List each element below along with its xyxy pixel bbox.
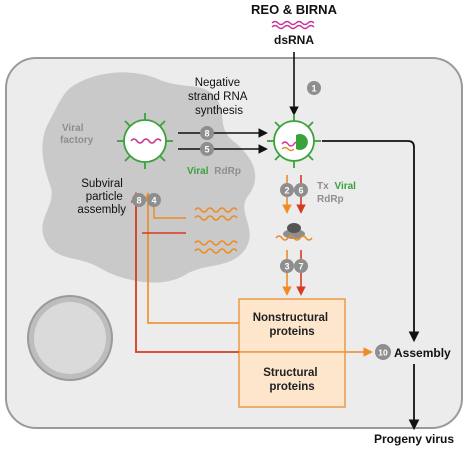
dsrna-wave-icon-2 [271,24,315,30]
svg-text:10: 10 [378,348,388,358]
svg-text:6: 6 [298,186,303,196]
nucleus-inner [34,302,106,374]
svg-text:4: 4 [151,196,156,206]
svg-text:3: 3 [284,262,289,272]
svg-text:8: 8 [136,196,141,206]
step-badge-7: 7 [294,259,308,273]
step-badge-3: 3 [280,259,294,273]
subviral-assembly-label: Subviral particle assembly [77,178,126,216]
dsrna-label: dsRNA [274,33,314,47]
assembly-label: Assembly [394,346,451,360]
step-badge-6: 6 [294,183,308,197]
arrow-particle-to-assembly [322,140,420,343]
viral-factory-label: Viral factory [60,123,94,146]
step-badge-4: 4 [147,193,161,207]
step-badge-5: 5 [200,142,214,156]
rdrp-polymerase-icon [296,134,308,150]
step-badge-8-assembly: 8 [132,193,146,207]
mrna-orange-2 [194,215,238,221]
core-particle-right [267,114,321,168]
dsrna-wave-icon [271,20,315,26]
arrow-structural-to-factory [130,191,239,353]
progeny-virus-label: Progeny virus [374,432,454,446]
mrna-orange-3 [194,240,238,246]
svg-text:1: 1 [311,84,316,94]
mrna-orange-center [275,235,313,241]
viral-rdrp-label-left: Viral RdRp [187,166,241,177]
nonstructural-proteins-box [238,298,346,353]
svg-text:2: 2 [284,186,289,196]
step-badge-10: 10 [375,344,391,360]
nonstructural-proteins-label: Nonstructural proteins [253,312,332,338]
title-reo-birna: REO & BIRNA [251,2,338,17]
structural-proteins-box [238,351,346,408]
tx-viral-rdrp-label: Tx Viral RdRp [317,181,359,205]
subviral-particle-left [117,113,173,169]
step-badge-2: 2 [280,183,294,197]
arrow-nonstructural-to-factory [143,192,239,324]
step-badge-8: 8 [200,126,214,140]
svg-text:7: 7 [298,262,303,272]
svg-text:5: 5 [204,145,209,155]
negative-strand-label: Negative strand RNA synthesis [188,77,250,117]
step-badge-1: 1 [307,81,321,95]
mrna-orange-1 [194,207,238,213]
structural-proteins-label: Structural proteins [263,367,321,393]
svg-text:8: 8 [204,129,209,139]
viral-factory-region [42,72,256,283]
mrna-orange-4 [194,248,238,254]
